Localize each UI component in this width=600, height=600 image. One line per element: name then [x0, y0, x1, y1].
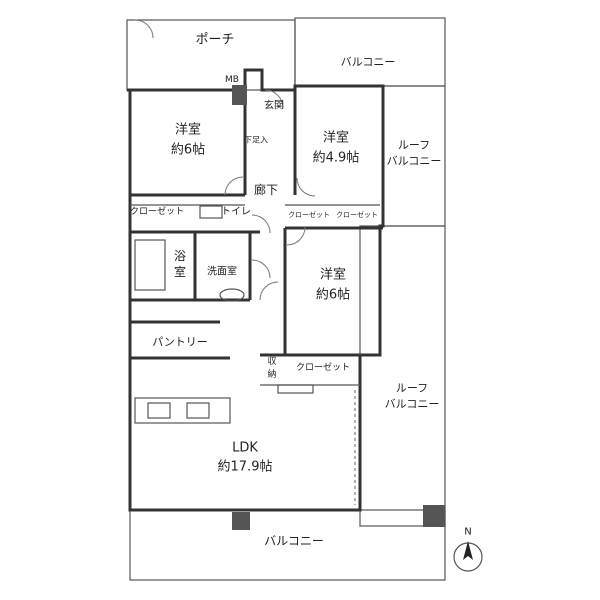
pillar	[423, 505, 445, 527]
entrance-door	[264, 89, 284, 109]
western3-name: 洋室	[320, 267, 346, 283]
washroom-door	[251, 259, 271, 279]
western1-name: 洋室	[175, 122, 201, 138]
balcony-top-outline	[294, 17, 446, 87]
balcony-bottom-label: バルコニー	[264, 534, 324, 548]
closet4-label: クローゼット	[296, 361, 350, 373]
roof-balcony-upper-l1: ルーフ	[398, 139, 430, 152]
closet3-label: クローゼット	[336, 210, 378, 219]
bathtub	[134, 239, 166, 291]
toilet-door	[251, 214, 271, 234]
closet1-label: クローゼット	[130, 205, 184, 217]
ldk-size: 約17.9帖	[218, 460, 273, 475]
closet2-label: クローゼット	[288, 210, 330, 219]
pillar	[232, 85, 247, 105]
western1-door	[224, 176, 244, 196]
north-label: N	[464, 527, 471, 538]
kitchen-counter	[134, 397, 231, 424]
balcony-top-label: バルコニー	[341, 56, 396, 69]
ldk-name: LDK	[232, 441, 258, 456]
washroom-label: 洗面室	[207, 265, 237, 278]
wash-basin	[219, 288, 245, 302]
exterior-wall	[127, 68, 385, 512]
toilet-label: トイレ	[221, 207, 251, 218]
western3-door	[286, 226, 306, 246]
shoe-storage-label: 下足入	[244, 136, 268, 145]
mb-label: MB	[225, 75, 239, 85]
hall-door	[259, 281, 279, 301]
window	[277, 384, 314, 394]
porch-label: ポーチ	[195, 33, 234, 48]
porch-outline	[126, 19, 296, 91]
roof-balcony-lower-outline	[359, 225, 446, 527]
entrance-label: 玄関	[264, 99, 284, 112]
western2-door	[296, 177, 316, 197]
roof-balcony-lower-l2: バルコニー	[385, 398, 440, 411]
pantry-label: パントリー	[152, 336, 208, 349]
sink	[186, 402, 210, 419]
storage-label-2: 納	[267, 368, 276, 380]
storage-label-1: 収	[267, 355, 276, 367]
stove	[147, 402, 171, 419]
western2-size: 約4.9帖	[313, 151, 360, 166]
pillar	[232, 512, 250, 530]
porch-gate	[134, 19, 154, 39]
hallway-label: 廊下	[254, 182, 278, 197]
roof-balcony-lower-l1: ルーフ	[396, 382, 428, 395]
western2-name: 洋室	[323, 130, 349, 146]
north-compass-icon: N	[453, 527, 483, 572]
western3-size: 約6帖	[316, 288, 350, 303]
western1-size: 約6帖	[171, 143, 205, 158]
roof-balcony-upper-l2: バルコニー	[387, 155, 442, 168]
bath-label-2: 室	[174, 264, 186, 279]
bath-label-1: 浴	[174, 249, 186, 263]
toilet-fixture	[199, 205, 223, 219]
